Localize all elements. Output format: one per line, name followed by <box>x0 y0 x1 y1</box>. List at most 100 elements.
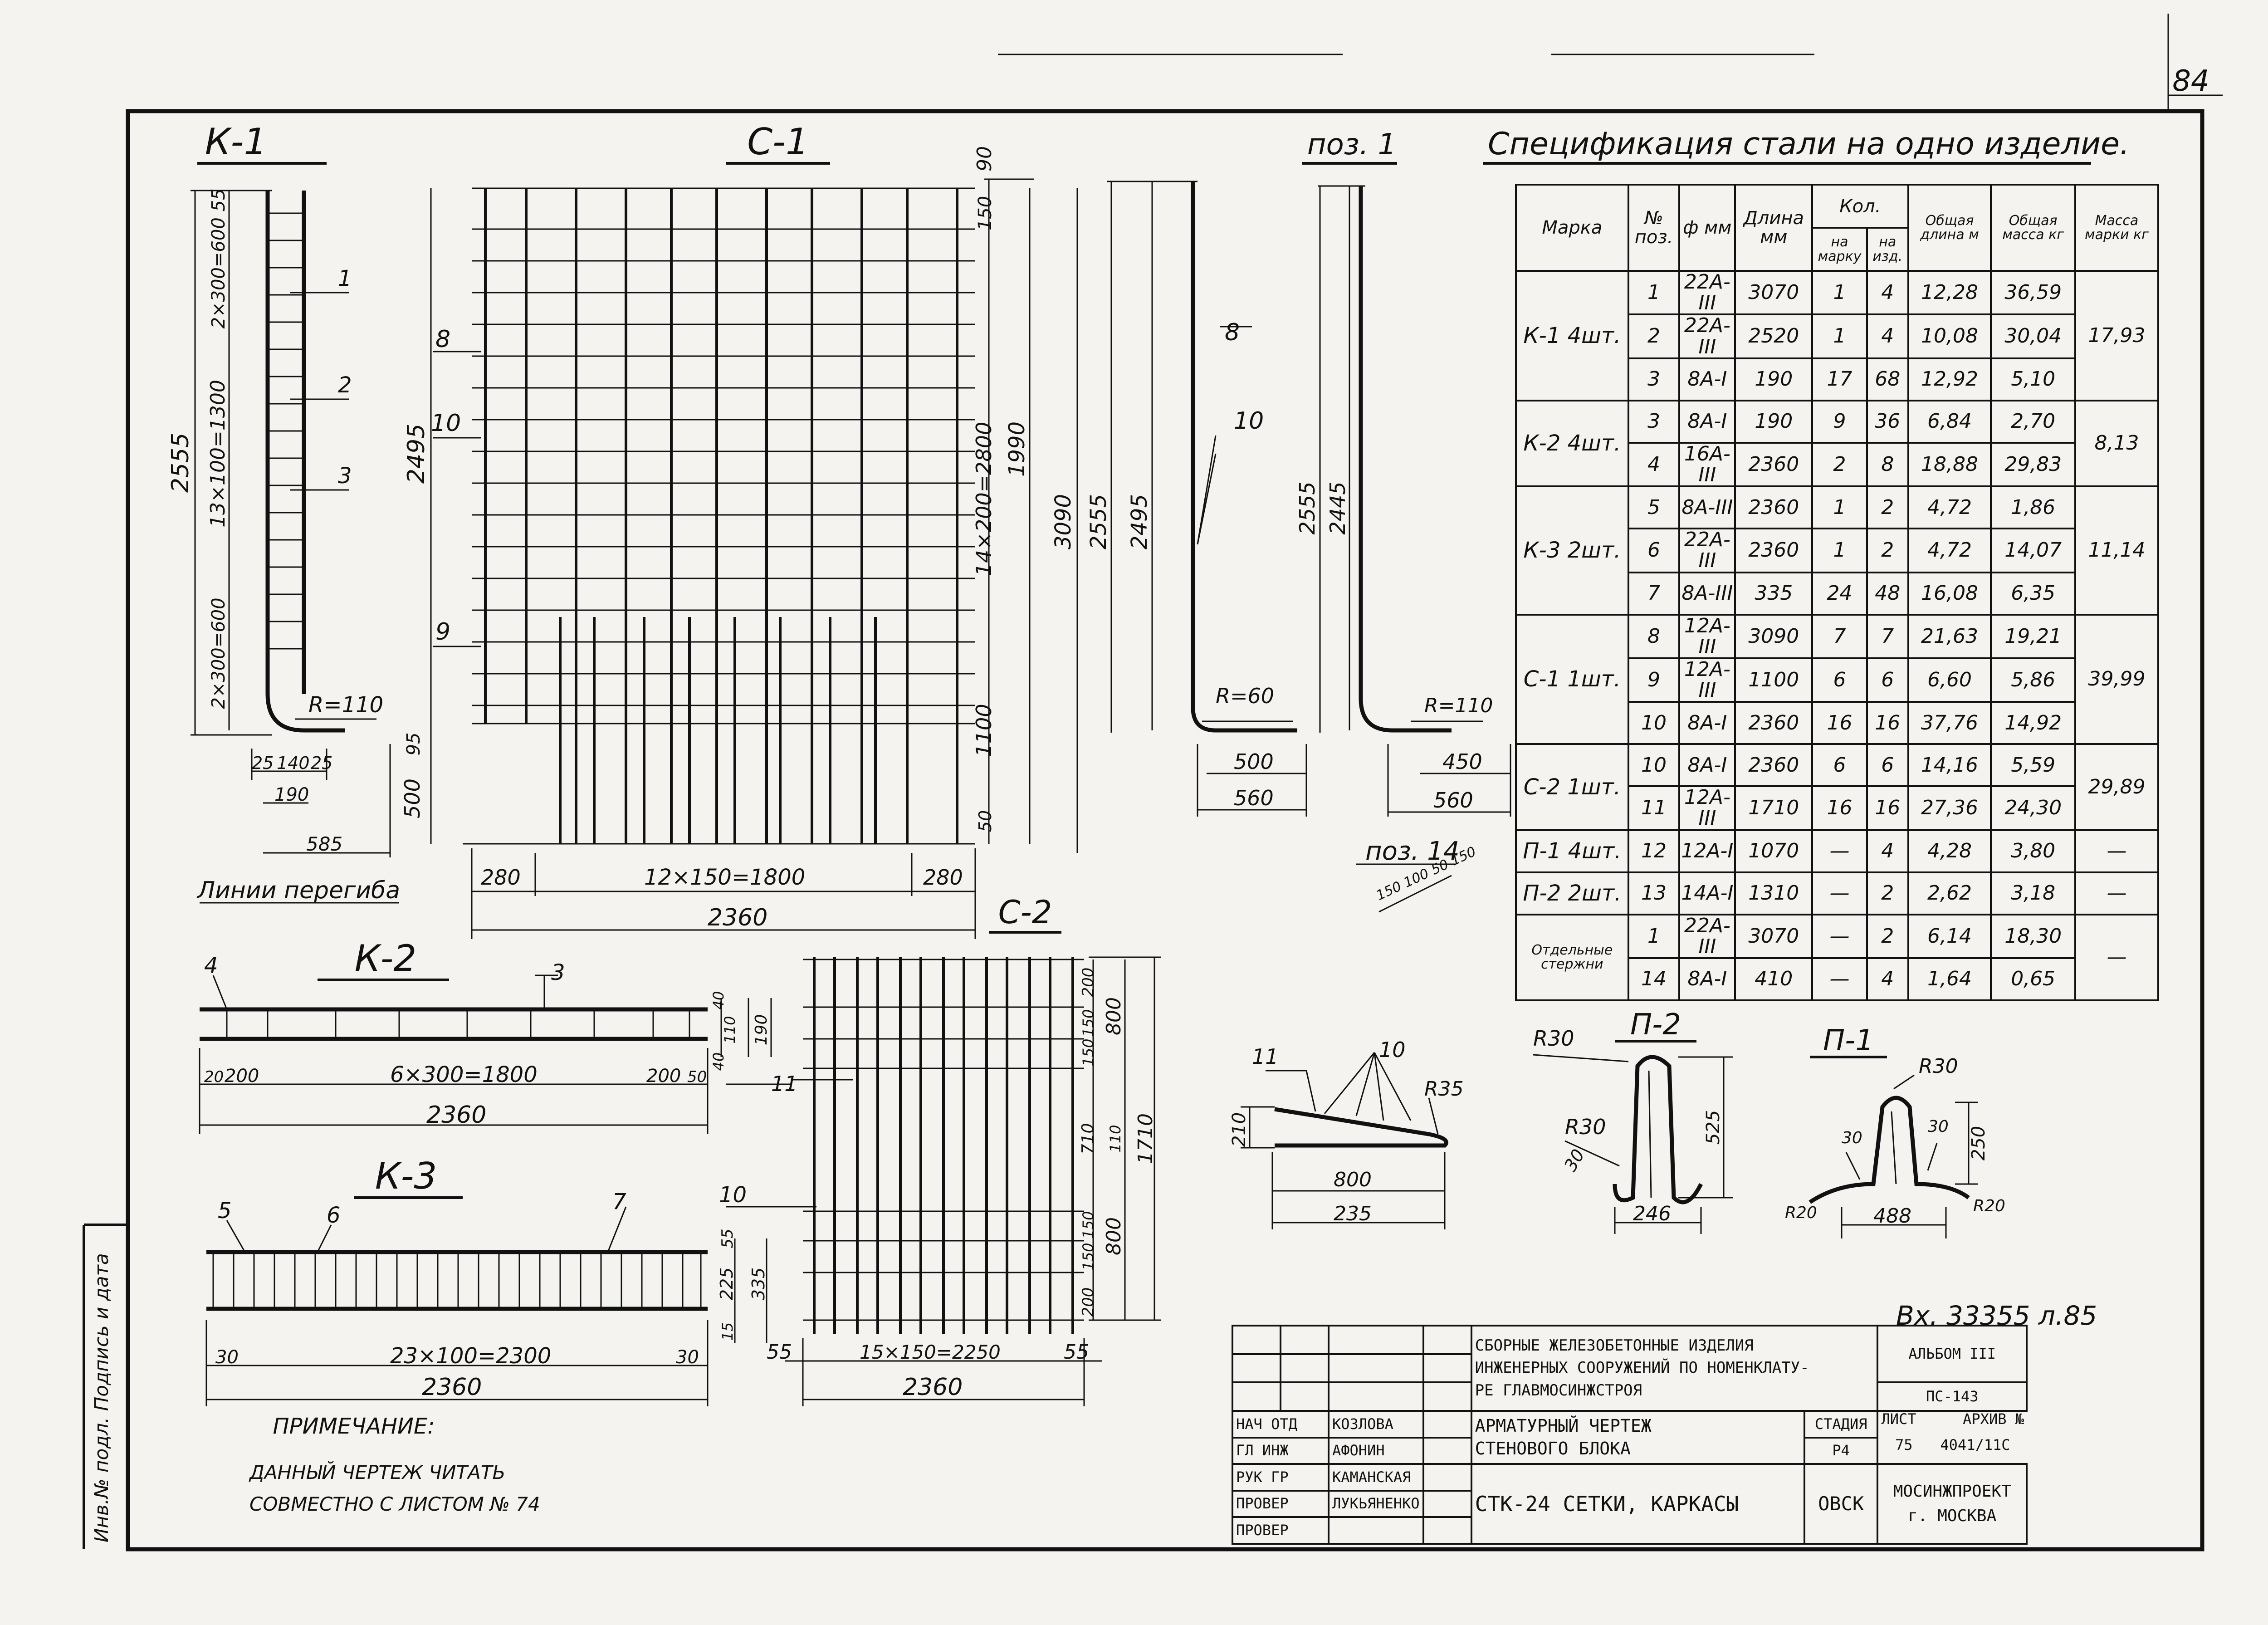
bent-detail: 11 10 R35 210 800 235 <box>1229 1038 1464 1229</box>
header-total-len: Общая длина м <box>1907 184 1992 272</box>
sheet-number: 75 <box>1895 1437 1913 1453</box>
spec-cell-qi: 48 <box>1866 571 1909 616</box>
svg-text:11: 11 <box>1252 1044 1279 1069</box>
spec-cell-tl: 27,36 <box>1907 785 1992 831</box>
spec-cell-tm: 2,70 <box>1990 399 2076 444</box>
note-title: ПРИМЕЧАНИЕ: <box>273 1414 435 1439</box>
spec-cell-qm: 1 <box>1811 313 1868 359</box>
spec-cell-tl: 6,84 <box>1907 399 1992 444</box>
svg-text:3: 3 <box>338 463 352 489</box>
svg-text:11: 11 <box>771 1072 798 1096</box>
svg-text:110: 110 <box>1107 1125 1124 1152</box>
svg-text:150: 150 <box>1080 1243 1097 1270</box>
spec-cell-qi: 68 <box>1866 357 1909 401</box>
svg-text:6: 6 <box>327 1203 341 1228</box>
spec-cell-qi: 2 <box>1866 913 1909 959</box>
svg-text:2360: 2360 <box>903 1374 963 1401</box>
spec-cell-dia: 12А-III <box>1678 785 1736 831</box>
svg-text:800: 800 <box>1334 1168 1372 1191</box>
spec-cell-tl: 12,92 <box>1907 357 1992 401</box>
svg-text:50: 50 <box>687 1068 707 1086</box>
svg-text:280: 280 <box>481 865 521 890</box>
svg-text:110: 110 <box>721 1016 738 1043</box>
spec-cell-qi: 2 <box>1866 871 1909 915</box>
spec-cell-len: 190 <box>1734 399 1813 444</box>
k3-title: К-3 <box>375 1155 437 1197</box>
spec-cell-tm: 3,80 <box>1990 829 2076 873</box>
spec-cell-tm: 18,30 <box>1990 913 2076 959</box>
svg-text:2×300=600 55: 2×300=600 55 <box>208 189 229 329</box>
svg-text:210: 210 <box>1229 1112 1250 1147</box>
spec-cell-qi: 4 <box>1866 313 1909 359</box>
pos1-title: поз. 1 <box>1307 128 1396 162</box>
svg-text:560: 560 <box>1234 786 1274 810</box>
spec-cell-len: 410 <box>1734 957 1813 1001</box>
p1-title: П-1 <box>1823 1024 1874 1057</box>
spec-mark: К-2 4шт. <box>1515 399 1629 488</box>
organization: МОСИНЖПРОЕКТ г. МОСКВА <box>1877 1463 2028 1545</box>
spec-cell-qi: 36 <box>1866 399 1909 444</box>
spec-cell-tm: 36,59 <box>1990 269 2076 316</box>
spec-cell-pos: 3 <box>1627 357 1681 401</box>
svg-text:R20: R20 <box>1973 1197 2005 1215</box>
title-block: СБОРНЫЕ ЖЕЛЕЗОБЕТОННЫЕ ИЗДЕЛИЯ ИНЖЕНЕРНЫ… <box>1232 1324 2028 1545</box>
spec-cell-dia: 8А-I <box>1678 399 1736 444</box>
spec-cell-len: 2360 <box>1734 441 1813 488</box>
svg-text:3090: 3090 <box>1051 494 1076 549</box>
header-qty-item: на изд. <box>1866 227 1909 272</box>
spec-cell-len: 3070 <box>1734 913 1813 959</box>
spec-mark: П-2 2шт. <box>1515 871 1629 915</box>
note-line-1: ДАННЫЙ ЧЕРТЕЖ ЧИТАТЬ <box>249 1461 505 1483</box>
spec-cell-qm: — <box>1811 957 1868 1001</box>
svg-text:2555: 2555 <box>1295 481 1320 534</box>
svg-text:150: 150 <box>1080 1009 1097 1037</box>
svg-text:200: 200 <box>1079 968 1097 997</box>
svg-text:200: 200 <box>225 1066 259 1087</box>
svg-text:55: 55 <box>719 1229 737 1248</box>
spec-cell-dia: 8А-I <box>1678 743 1736 788</box>
spec-cell-len: 1710 <box>1734 785 1813 831</box>
role-4: ПРОВЕР <box>1232 1489 1330 1518</box>
svg-text:450: 450 <box>1442 749 1482 774</box>
spec-cell-tl: 37,76 <box>1907 701 1992 745</box>
mesh-c2: С-2 11 10 200 150 150 800 710 110 1710 1… <box>719 894 1161 1406</box>
c1-short-bars <box>559 617 877 844</box>
spec-cell-tm: 1,86 <box>1990 485 2076 530</box>
spec-cell-tm: 19,21 <box>1990 613 2076 659</box>
spec-cell-qm: 1 <box>1811 485 1868 530</box>
spec-cell-qm: 6 <box>1811 743 1868 788</box>
svg-text:800: 800 <box>1102 1217 1125 1255</box>
role-1: НАЧ ОТД <box>1232 1410 1330 1439</box>
mesh-c1: С-1 2495 8 10 9 95 500 90 150 14×200=280… <box>400 121 1078 939</box>
svg-text:15×150=2250: 15×150=2250 <box>860 1341 1001 1363</box>
svg-text:10: 10 <box>1234 407 1264 435</box>
spec-cell-tl: 1,64 <box>1907 957 1992 1001</box>
svg-text:150: 150 <box>1080 1211 1097 1238</box>
c1-dim-2495: 2495 <box>403 424 430 484</box>
svg-text:150: 150 <box>1080 1038 1097 1066</box>
side-stamp-strip <box>83 1224 128 1549</box>
k2-title: К-2 <box>355 937 417 979</box>
spec-cell-qi: 4 <box>1866 957 1909 1001</box>
name-2: АФОНИН <box>1328 1436 1424 1465</box>
spec-cell-qm: 17 <box>1811 357 1868 401</box>
svg-text:1710: 1710 <box>1134 1113 1157 1164</box>
spec-cell-dia: 12А-I <box>1678 829 1736 873</box>
hook-p2: П-2 R30 R30 30 525 246 <box>1533 1008 1733 1234</box>
svg-text:225: 225 <box>717 1268 737 1301</box>
spec-cell-qi: 7 <box>1866 613 1909 659</box>
svg-text:710: 710 <box>1079 1123 1097 1155</box>
spec-cell-qm: — <box>1811 913 1868 959</box>
name-4: ЛУКЬЯНЕНКО <box>1328 1489 1424 1518</box>
header-mark-mass: Масса марки кг <box>2074 184 2160 272</box>
page-number: 84 <box>2172 64 2209 98</box>
svg-text:23×100=2300: 23×100=2300 <box>390 1343 551 1369</box>
spec-mark: П-1 4шт. <box>1515 829 1629 873</box>
svg-text:200: 200 <box>646 1066 681 1087</box>
k1-bar-outer <box>265 191 345 733</box>
